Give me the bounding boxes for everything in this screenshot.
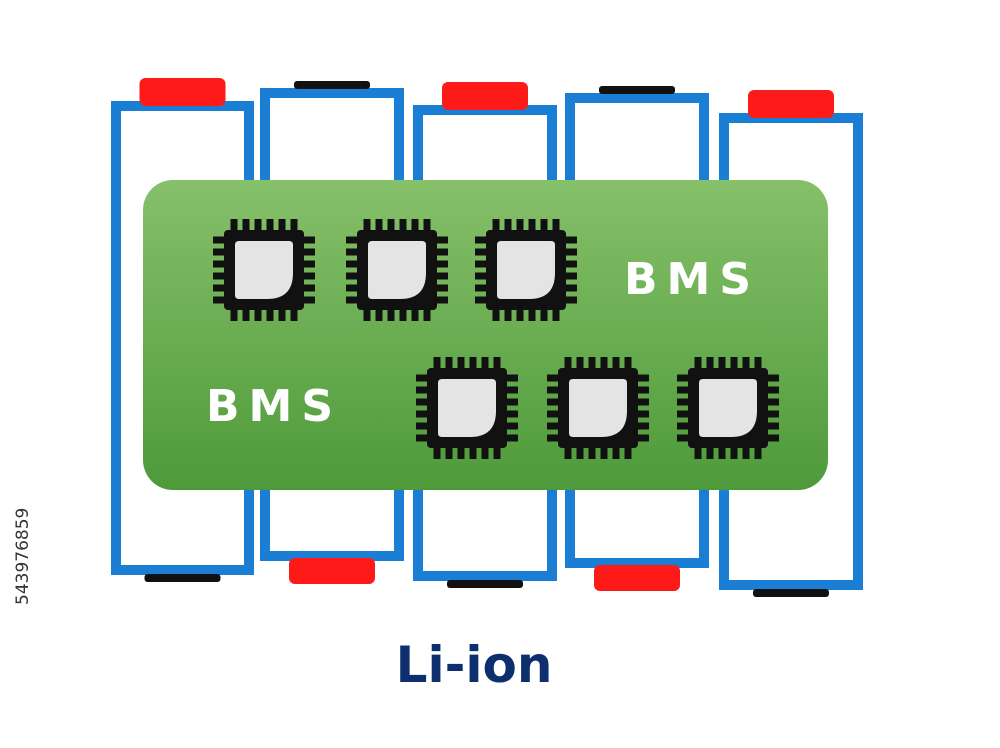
bms-board [143,180,828,490]
bms-label-top: BMS [624,254,760,305]
bms-chip-icon [346,219,448,321]
positive-terminal [289,558,375,584]
bms-label-bottom: BMS [206,381,342,432]
negative-terminal [294,81,370,89]
bms-chip-icon [547,357,649,459]
negative-terminal [599,86,675,94]
positive-terminal [748,90,834,118]
positive-terminal [442,82,528,110]
positive-terminal [139,78,226,106]
bms-chip-icon [677,357,779,459]
bms-chip-icon [213,219,315,321]
negative-terminal [144,574,221,582]
bms-chip-icon [416,357,518,459]
negative-terminal [447,580,523,588]
positive-terminal [594,565,680,591]
bms-chip-icon [475,219,577,321]
stock-image-id: 543976859 [13,508,33,605]
bms-chips [213,219,779,459]
diagram-caption: Li-ion [396,636,553,694]
negative-terminal [753,589,829,597]
